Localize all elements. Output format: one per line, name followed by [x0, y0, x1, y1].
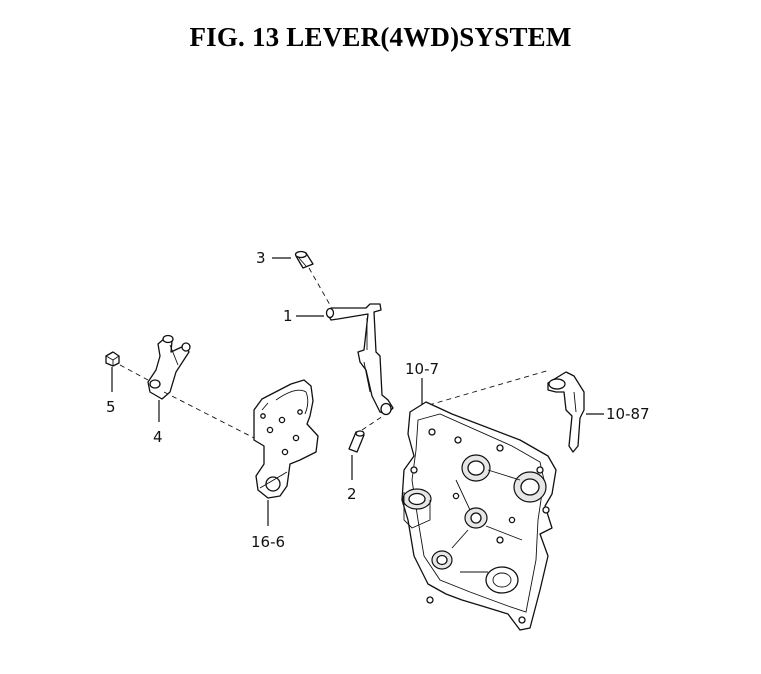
callout-4: 4 [153, 428, 163, 446]
callout-1: 1 [283, 307, 293, 325]
part-3-bushing [294, 250, 314, 269]
part-10-7-gear-case-cover [401, 401, 557, 631]
part-2-pin [348, 430, 365, 453]
assembly-line-5 [119, 364, 149, 381]
assembly-line-2 [361, 415, 384, 431]
part-4-bracket [147, 334, 191, 400]
callout-10-87: 10-87 [606, 405, 650, 423]
callout-5: 5 [106, 398, 116, 416]
callout-2: 2 [347, 485, 357, 503]
callout-10-7: 10-7 [405, 360, 439, 378]
callout-16-6: 16-6 [251, 533, 285, 551]
part-5-bolt [105, 351, 120, 367]
figure-title: FIG. 13 LEVER(4WD)SYSTEM [189, 22, 572, 52]
assembly-line-3 [308, 267, 331, 306]
assembly-line-4 [163, 391, 259, 441]
assembly-line-10-87 [428, 369, 551, 406]
part-16-6-plate [253, 379, 319, 499]
part-1-lever [325, 303, 394, 416]
callout-3: 3 [256, 249, 266, 267]
part-10-87-lever [547, 371, 585, 453]
